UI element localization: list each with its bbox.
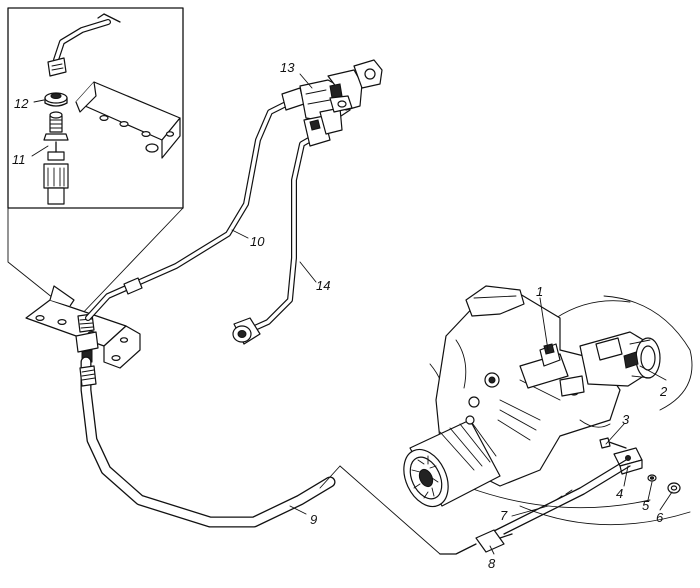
main-bracket — [25, 285, 141, 369]
inset-bracket — [75, 81, 181, 159]
callout-3: 3 — [622, 412, 630, 427]
nut-12 — [44, 92, 68, 107]
callout-14: 14 — [316, 278, 330, 293]
callout-11: 11 — [12, 152, 26, 167]
terminal-8 — [439, 529, 513, 555]
tube-10 — [85, 99, 293, 321]
washer-5 — [647, 474, 657, 482]
inset-union-nut — [47, 57, 67, 77]
inset-detail-view — [7, 7, 184, 319]
inset-leader-line — [7, 207, 59, 303]
callout-9: 9 — [310, 512, 317, 527]
inset-leader-line-2 — [77, 207, 184, 319]
callout-leaders — [31, 73, 673, 555]
callout-12: 12 — [14, 96, 29, 111]
callout-6: 6 — [656, 510, 664, 525]
callout-2: 2 — [659, 384, 668, 399]
leader-line-8 — [339, 465, 441, 555]
fitting-11 — [43, 111, 69, 141]
transfer-case-assembly — [403, 285, 693, 526]
callout-8: 8 — [488, 556, 496, 571]
callout-7: 7 — [500, 508, 508, 523]
callout-13: 13 — [280, 60, 295, 75]
callout-4: 4 — [616, 486, 623, 501]
nut-6 — [667, 482, 681, 494]
callout-1: 1 — [536, 284, 543, 299]
callout-5: 5 — [642, 498, 650, 513]
tube-14-union-nut — [232, 317, 261, 345]
inset-tube — [53, 13, 121, 63]
hose-9 — [79, 356, 336, 528]
leader-line-9a — [319, 465, 341, 489]
valve-13 — [281, 59, 383, 147]
tube-14 — [247, 133, 319, 333]
clamp-4 — [613, 447, 643, 475]
inset-connector — [43, 141, 69, 205]
callout-labels: 1 2 3 4 5 6 7 8 9 10 14 11 12 13 — [12, 60, 668, 571]
inset-frame — [7, 7, 184, 209]
callout-10: 10 — [250, 234, 265, 249]
bolt-3 — [599, 437, 627, 449]
